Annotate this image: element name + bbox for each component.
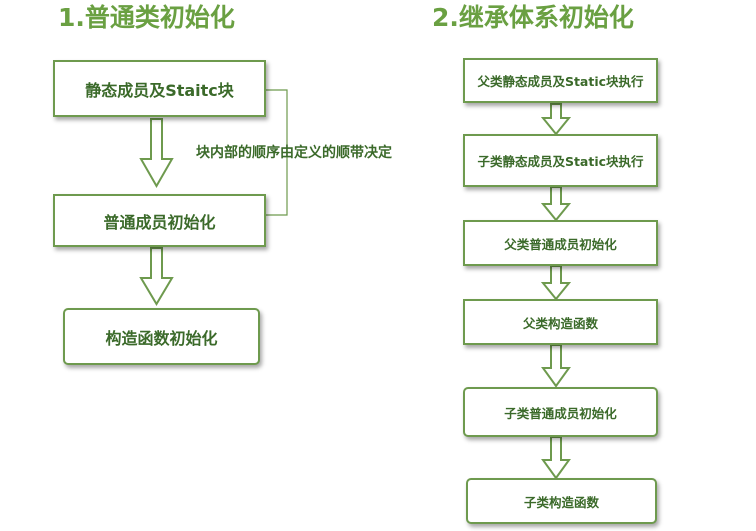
left-arrow-2 xyxy=(139,247,174,306)
right-step-label: 子类静态成员及Static块执行 xyxy=(477,154,644,169)
right-step-label: 子类普通成员初始化 xyxy=(504,405,617,421)
right-step-child-member-init: 子类普通成员初始化 xyxy=(463,387,658,437)
left-step-label: 静态成员及Staitc块 xyxy=(85,80,234,100)
left-step-constructor: 构造函数初始化 xyxy=(63,308,260,365)
right-step-label: 父类普通成员初始化 xyxy=(504,236,617,252)
right-step-child-static: 子类静态成员及Static块执行 xyxy=(463,134,658,187)
right-arrow-4 xyxy=(541,344,571,388)
bracket-line xyxy=(266,89,288,216)
right-step-parent-static: 父类静态成员及Static块执行 xyxy=(463,58,658,103)
right-step-label: 父类静态成员及Static块执行 xyxy=(477,74,644,89)
right-diagram-title: 2.继承体系初始化 xyxy=(432,3,634,32)
right-step-label: 父类构造函数 xyxy=(522,315,598,331)
left-step-member-init: 普通成员初始化 xyxy=(53,194,266,247)
right-arrow-2 xyxy=(540,186,572,222)
left-step-label: 普通成员初始化 xyxy=(103,212,216,232)
left-step-label: 构造函数初始化 xyxy=(105,328,218,348)
right-step-child-constructor: 子类构造函数 xyxy=(466,478,657,524)
right-step-parent-member-init: 父类普通成员初始化 xyxy=(463,220,658,266)
left-arrow-1 xyxy=(139,118,174,189)
right-step-label: 子类构造函数 xyxy=(523,494,599,510)
right-arrow-3 xyxy=(540,265,572,301)
right-arrow-5 xyxy=(541,436,571,480)
right-arrow-1 xyxy=(540,103,572,136)
right-step-parent-constructor: 父类构造函数 xyxy=(463,299,658,345)
bracket-note: 块内部的顺序由定义的顺带决定 xyxy=(196,145,392,161)
left-diagram-title: 1.普通类初始化 xyxy=(58,3,235,32)
left-step-static-block: 静态成员及Staitc块 xyxy=(53,60,266,117)
